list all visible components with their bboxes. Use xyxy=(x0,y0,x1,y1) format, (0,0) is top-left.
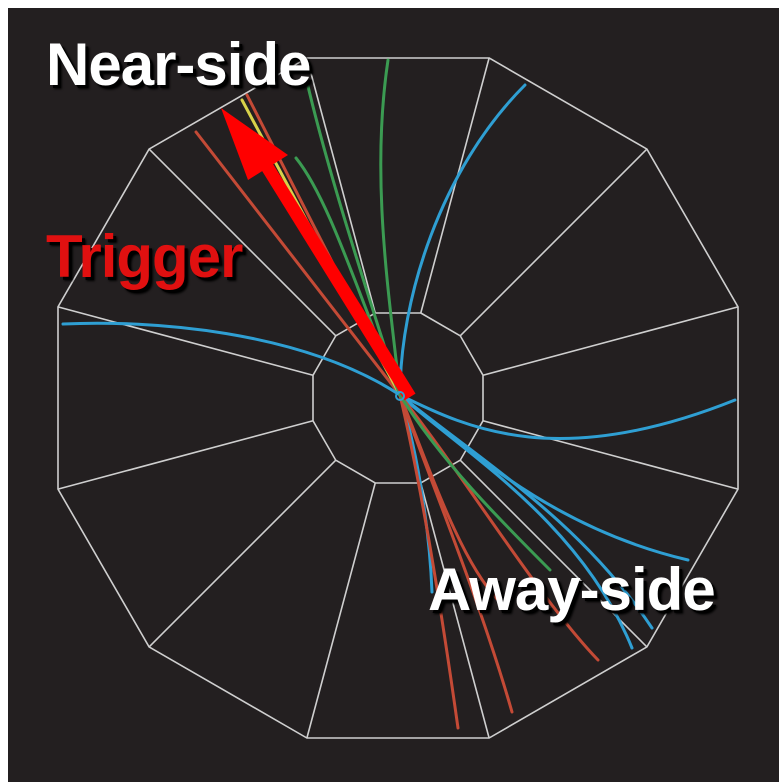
inner-detector-outline xyxy=(312,312,484,484)
detector-geometry xyxy=(57,57,739,739)
sector-spoke xyxy=(57,420,314,490)
away-side-label: Away-side xyxy=(428,556,716,623)
sector-spoke xyxy=(420,57,490,314)
particle-tracks xyxy=(61,58,737,730)
near-red-track-1 xyxy=(194,130,402,397)
near-blue-track-2 xyxy=(61,321,402,397)
trigger-label: Trigger xyxy=(46,223,243,290)
detector-sector-lines xyxy=(57,57,739,739)
sector-spoke xyxy=(57,306,314,376)
near-blue-track-1 xyxy=(398,83,527,397)
sector-spoke xyxy=(459,148,648,337)
away-red-track-3 xyxy=(398,393,500,602)
event-display-background xyxy=(8,8,779,782)
sector-spoke xyxy=(306,482,376,739)
sector-spoke xyxy=(148,148,337,337)
away-blue-track-4 xyxy=(398,393,634,650)
sector-spoke xyxy=(306,57,376,314)
sector-spoke xyxy=(420,482,490,739)
near-green-track-3 xyxy=(379,58,402,397)
away-red-track-4 xyxy=(398,393,600,662)
away-blue-track-2 xyxy=(398,393,690,562)
near-side-label: Near-side xyxy=(46,31,311,98)
away-blue-track-1 xyxy=(398,393,737,441)
away-red-track-1 xyxy=(398,393,460,730)
interaction-vertex xyxy=(395,391,405,401)
trigger-arrow xyxy=(221,108,416,401)
away-green-track xyxy=(398,393,552,572)
sector-spoke xyxy=(148,459,337,648)
sector-spoke xyxy=(482,420,739,490)
sector-spoke xyxy=(482,306,739,376)
